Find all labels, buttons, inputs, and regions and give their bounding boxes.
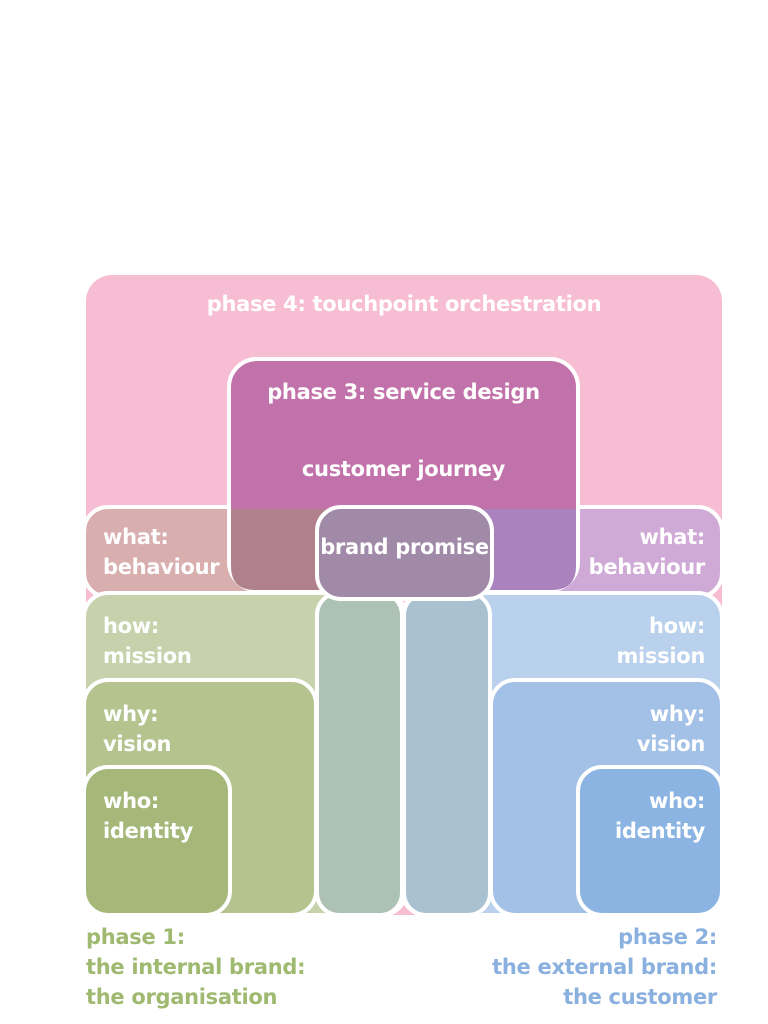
right-why-label: why:vision xyxy=(636,702,705,756)
right-who-label: who:identity xyxy=(615,789,705,843)
right-column xyxy=(402,591,492,917)
left-what-label: what:behaviour xyxy=(103,525,220,579)
brand-promise-label: brand promise xyxy=(320,535,489,559)
right-what-label: what:behaviour xyxy=(588,525,706,579)
left-how-label: how:mission xyxy=(103,614,192,668)
brand-promise-box xyxy=(315,505,494,601)
phase1-caption: phase 1: the internal brand: the organis… xyxy=(86,925,306,1009)
left-who-label: who:identity xyxy=(103,789,193,843)
phase2-caption: phase 2: the external brand: the custome… xyxy=(492,925,717,1009)
left-why-label: why:vision xyxy=(103,702,172,756)
right-how-label: how:mission xyxy=(616,614,705,668)
customer-journey-label: customer journey xyxy=(301,457,506,481)
phase3-label: phase 3: service design xyxy=(267,380,540,404)
phase4-label: phase 4: touchpoint orchestration xyxy=(206,292,602,316)
left-column xyxy=(315,591,404,917)
right-who-box xyxy=(576,765,724,917)
left-who-box xyxy=(82,765,232,917)
